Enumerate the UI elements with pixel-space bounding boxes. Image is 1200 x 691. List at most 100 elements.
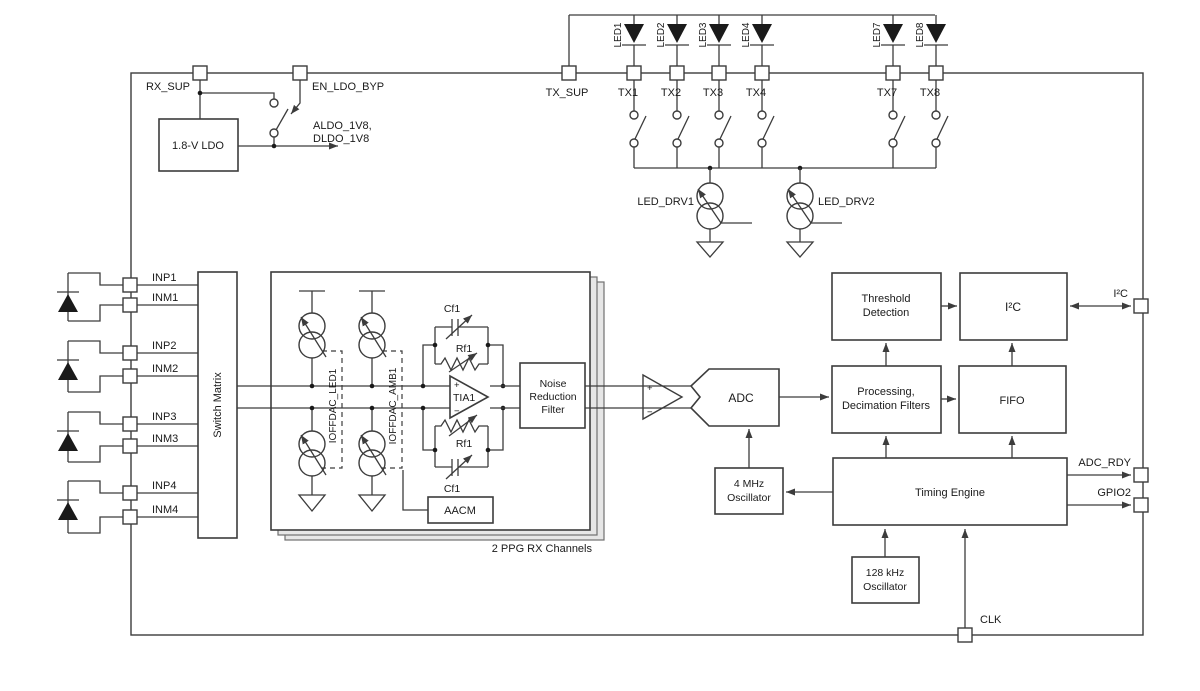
led3-label: LED3 bbox=[698, 22, 709, 47]
pin-tx3 bbox=[711, 65, 727, 81]
aldo-label-line2: DLDO_1V8 bbox=[313, 133, 369, 145]
pin-inp2 bbox=[122, 345, 138, 361]
tx-sup-label: TX_SUP bbox=[546, 87, 589, 99]
fifo-block bbox=[958, 365, 1067, 434]
pin-adc-rdy bbox=[1133, 467, 1149, 483]
ldo-label: 1.8-V LDO bbox=[172, 140, 224, 152]
adc-chain: + − ADC 4 MHz Oscillator bbox=[585, 368, 833, 515]
ppg-caption: 2 PPG RX Channels bbox=[492, 543, 593, 555]
adc-label: ADC bbox=[728, 391, 754, 405]
aacm-label: AACM bbox=[444, 505, 476, 517]
gpio2-label: GPIO2 bbox=[1097, 487, 1131, 499]
pin-en-ldo-byp bbox=[292, 65, 308, 81]
adc-rdy-label: ADC_RDY bbox=[1078, 457, 1131, 469]
led-diode-8 bbox=[926, 24, 946, 43]
rx-sup-label: RX_SUP bbox=[146, 81, 190, 93]
timing-engine-label: Timing Engine bbox=[915, 487, 985, 499]
led-tx-section: LED1 LED2 LED3 LED4 LED7 LED8 bbox=[568, 14, 949, 258]
inp4-label: INP4 bbox=[152, 480, 176, 492]
led4-label: LED4 bbox=[741, 22, 752, 47]
rf1-bottom-label: Rf1 bbox=[456, 438, 473, 450]
osc-128khz-line2: Oscillator bbox=[863, 581, 907, 593]
osc-4mhz-line1: 4 MHz bbox=[734, 478, 764, 490]
buffer-plus: + bbox=[647, 383, 653, 394]
osc-128khz-block bbox=[851, 556, 920, 604]
led-diode-3 bbox=[709, 24, 729, 43]
led-drv2-source bbox=[785, 168, 842, 258]
pin-inm2 bbox=[122, 368, 138, 384]
photodiode-inputs bbox=[57, 272, 198, 534]
led2-label: LED2 bbox=[656, 22, 667, 47]
photodiode-2 bbox=[58, 362, 78, 380]
inm1-label: INM1 bbox=[152, 292, 178, 304]
cf1-bottom-label: Cf1 bbox=[444, 483, 461, 495]
processing-block bbox=[831, 365, 942, 434]
fifo-label: FIFO bbox=[999, 395, 1024, 407]
inp3-label: INP3 bbox=[152, 411, 176, 423]
buffer-minus: − bbox=[647, 407, 653, 418]
timing-engine-block bbox=[832, 457, 1068, 526]
ppg-internals: IOFFDAC_LED1 IOFFDAC_AMB1 Cf1 Rf1 Rf1 Cf… bbox=[237, 290, 586, 524]
ioffdac-led1-bracket bbox=[322, 350, 343, 469]
inp1-label: INP1 bbox=[152, 272, 176, 284]
led-diode-2 bbox=[667, 24, 687, 43]
osc-4mhz-block bbox=[714, 467, 784, 515]
led-drv2-label: LED_DRV2 bbox=[818, 196, 875, 208]
pin-inm3 bbox=[122, 438, 138, 454]
noise-filter-line3: Filter bbox=[541, 404, 565, 416]
threshold-detection-block bbox=[831, 272, 942, 341]
pin-tx2 bbox=[669, 65, 685, 81]
ioffdac-amb1-label: IOFFDAC_AMB1 bbox=[388, 367, 399, 444]
ldo-section: 1.8-V LDO ALDO_1V8, DLDO_1V8 bbox=[158, 80, 372, 172]
pin-gpio2 bbox=[1133, 497, 1149, 513]
switch-matrix-block bbox=[197, 271, 238, 539]
clk-label: CLK bbox=[980, 614, 1002, 626]
inm4-label: INM4 bbox=[152, 504, 178, 516]
pins bbox=[122, 65, 1149, 643]
osc-128khz-line1: 128 kHz bbox=[866, 567, 905, 579]
processing-line2: Decimation Filters bbox=[842, 400, 931, 412]
noise-filter-line2: Reduction bbox=[529, 391, 576, 403]
led7-label: LED7 bbox=[872, 22, 883, 47]
bypass-switch-blade bbox=[275, 108, 289, 131]
threshold-line1: Threshold bbox=[862, 293, 911, 305]
osc-4mhz-line2: Oscillator bbox=[727, 492, 771, 504]
i2c-block bbox=[959, 272, 1068, 341]
pin-rx-sup bbox=[192, 65, 208, 81]
led-drv1-label: LED_DRV1 bbox=[637, 196, 694, 208]
photodiode-4 bbox=[58, 502, 78, 520]
pin-inm4 bbox=[122, 509, 138, 525]
noise-filter-line1: Noise bbox=[540, 378, 567, 390]
switch-contact bbox=[269, 128, 279, 138]
inm2-label: INM2 bbox=[152, 363, 178, 375]
tia-plus: + bbox=[454, 380, 460, 391]
i2c-block-label: I²C bbox=[1005, 300, 1021, 314]
en-ldo-arrow bbox=[290, 80, 301, 115]
tx4-label: TX4 bbox=[746, 87, 766, 99]
processing-line1: Processing, bbox=[857, 386, 914, 398]
ldo-block bbox=[158, 118, 239, 172]
adc-block bbox=[689, 368, 780, 427]
led1-label: LED1 bbox=[613, 22, 624, 47]
ioffdac-led1-label: IOFFDAC_LED1 bbox=[328, 368, 339, 443]
inm3-label: INM3 bbox=[152, 433, 178, 445]
led-drv1-source bbox=[695, 168, 752, 258]
en-ldo-byp-label: EN_LDO_BYP bbox=[312, 81, 384, 93]
pin-tx8 bbox=[928, 65, 944, 81]
pin-i2c bbox=[1133, 298, 1149, 314]
pin-inp1 bbox=[122, 277, 138, 293]
aldo-label-line1: ALDO_1V8, bbox=[313, 120, 372, 132]
pin-tx1 bbox=[626, 65, 642, 81]
tx8-label: TX8 bbox=[920, 87, 940, 99]
ioffdac-amb1-bracket bbox=[382, 350, 403, 469]
pin-inm1 bbox=[122, 297, 138, 313]
led-diode-7 bbox=[883, 24, 903, 43]
cf1-top-label: Cf1 bbox=[444, 303, 461, 315]
tx3-label: TX3 bbox=[703, 87, 723, 99]
tx2-label: TX2 bbox=[661, 87, 681, 99]
tia-minus: − bbox=[454, 406, 460, 417]
pin-inp3 bbox=[122, 416, 138, 432]
photodiode-1 bbox=[58, 294, 78, 312]
rf1-top-label: Rf1 bbox=[456, 343, 473, 355]
